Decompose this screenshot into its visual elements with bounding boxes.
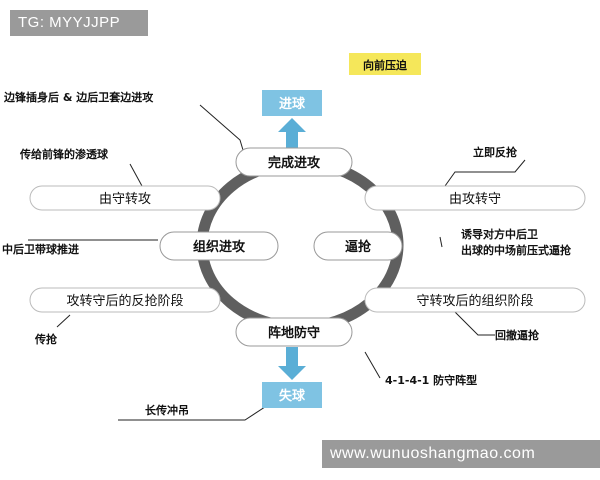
loss-box xyxy=(262,382,322,408)
press-highlight: 向前压迫 xyxy=(349,53,421,75)
note-long-ball: 长传冲吊 xyxy=(145,403,189,417)
note-pass-tackle: 传抢 xyxy=(34,332,58,346)
loss-arrow-icon xyxy=(278,347,306,380)
note-induce-line1: 诱导对方中后卫 xyxy=(461,227,538,241)
goal-label: 进球 xyxy=(279,96,306,112)
transition-left-lower: 攻转守后的反抢阶段 xyxy=(29,287,221,313)
goal-arrow-icon xyxy=(278,118,306,150)
node-top: 完成进攻 xyxy=(235,147,353,177)
note-retreat-press: 回撤逼抢 xyxy=(495,328,540,342)
transition-left-upper: 由守转攻 xyxy=(29,185,221,211)
transition-right-upper-label: 由攻转守 xyxy=(449,192,501,207)
node-right-label: 逼抢 xyxy=(345,239,372,255)
node-right: 逼抢 xyxy=(313,231,403,261)
node-bottom-label: 阵地防守 xyxy=(268,325,320,341)
node-left: 组织进攻 xyxy=(159,231,279,261)
transition-right-upper: 由攻转守 xyxy=(364,185,586,211)
watermark-bottom: www.wunuoshangmao.com xyxy=(322,440,600,468)
transition-right-lower-label: 守转攻后的组织阶段 xyxy=(416,293,533,309)
transition-right-lower: 守转攻后的组织阶段 xyxy=(364,287,586,313)
node-left-label: 组织进攻 xyxy=(193,239,246,255)
goal-box xyxy=(262,90,322,116)
connector-lines xyxy=(28,104,526,421)
node-top-label: 完成进攻 xyxy=(268,155,321,171)
transition-left-upper-label: 由守转攻 xyxy=(99,192,151,207)
note-cb-carry: 中后卫带球推进 xyxy=(2,242,79,256)
goal-state: 进球 xyxy=(262,90,322,150)
note-formation: 4-1-4-1 防守阵型 xyxy=(385,373,477,387)
node-bottom: 阵地防守 xyxy=(235,317,353,347)
transition-left-lower-label: 攻转守后的反抢阶段 xyxy=(66,293,183,309)
watermark-top: TG: MYYJJPP xyxy=(10,10,148,36)
note-striker-wing: 边锋插身后 & 边后卫套边进攻 xyxy=(3,90,154,104)
loss-state: 失球 xyxy=(262,347,322,408)
note-immediate-counter: 立即反抢 xyxy=(473,145,518,159)
press-label: 向前压迫 xyxy=(363,58,408,72)
note-through-ball: 传给前锋的渗透球 xyxy=(19,147,109,161)
note-induce-line2: 出球的中场前压式逼抢 xyxy=(461,243,572,257)
loss-label: 失球 xyxy=(279,388,306,404)
